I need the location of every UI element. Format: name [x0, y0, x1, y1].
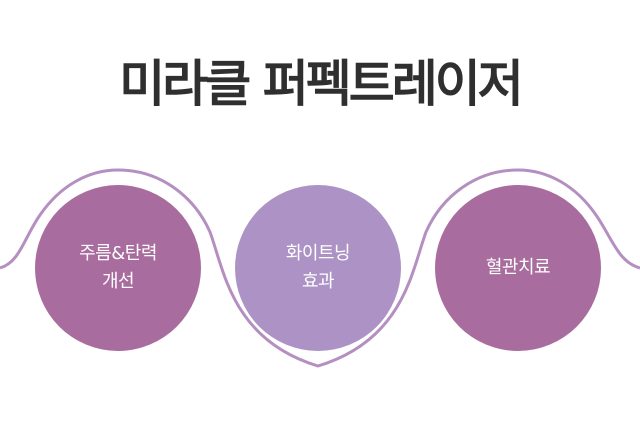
circle-label: 화이트닝	[285, 243, 351, 264]
circle-whitening: 화이트닝 효과	[235, 185, 401, 351]
circle-label: 혈관치료	[485, 257, 551, 278]
page-title: 미라클 퍼펙트레이저	[119, 55, 523, 113]
circle-label: 효과	[301, 271, 335, 292]
circle-vascular-treatment: 혈관치료	[435, 185, 601, 351]
circle-text: 주름&탄력 개선	[79, 240, 157, 296]
circle-label: 주름&탄력	[79, 243, 157, 264]
circle-text: 혈관치료	[485, 254, 551, 282]
circle-text: 화이트닝 효과	[285, 240, 351, 296]
circle-wrinkle-elasticity: 주름&탄력 개선	[35, 185, 201, 351]
circle-label: 개선	[101, 271, 135, 292]
